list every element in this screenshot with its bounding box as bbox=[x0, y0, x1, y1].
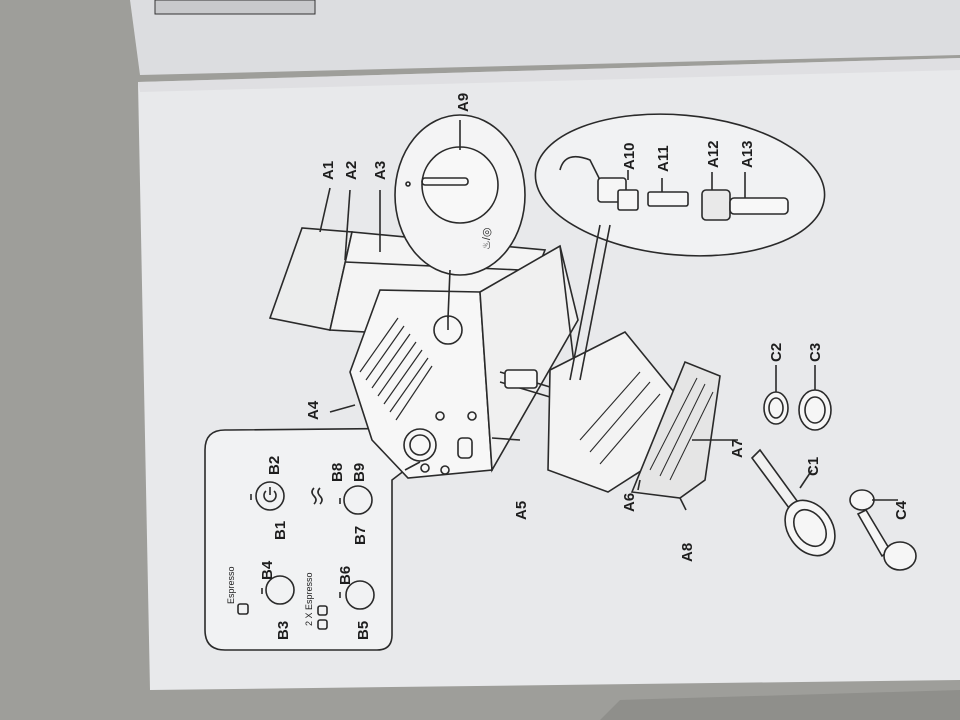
label-a5: A5 bbox=[513, 501, 530, 520]
measuring-spoon bbox=[883, 541, 917, 571]
espresso-button-b3 bbox=[265, 575, 295, 605]
power-button-b1 bbox=[255, 481, 285, 511]
label-a3: A3 bbox=[372, 161, 389, 180]
label-a11: A11 bbox=[655, 145, 672, 172]
portafilter-basket bbox=[784, 499, 836, 557]
label-a4: A4 bbox=[305, 400, 322, 420]
steam-wand-callout bbox=[534, 113, 826, 381]
label-c2: C2 bbox=[768, 343, 785, 362]
label-a9: A9 bbox=[455, 93, 472, 112]
espresso-text: Espresso bbox=[226, 566, 236, 604]
label-b6: B6 bbox=[337, 566, 354, 585]
label-b2: B2 bbox=[266, 456, 283, 475]
label-b3: B3 bbox=[275, 621, 292, 640]
label-a10: A10 bbox=[621, 142, 638, 170]
label-b5: B5 bbox=[355, 621, 372, 640]
steam-icon bbox=[311, 487, 317, 505]
single-filter bbox=[763, 391, 789, 425]
label-a1: A1 bbox=[320, 161, 337, 180]
label-a8: A8 bbox=[679, 543, 696, 562]
control-panel-callout bbox=[204, 427, 451, 651]
espresso-cup-icon bbox=[237, 603, 249, 615]
label-a6: A6 bbox=[621, 493, 638, 512]
label-a7: A7 bbox=[729, 439, 746, 458]
label-b9: B9 bbox=[351, 463, 368, 482]
double-espresso-text: 2 X Espresso bbox=[304, 572, 314, 626]
paper-top-strip bbox=[130, 0, 960, 75]
double-espresso-cup-icon bbox=[317, 605, 328, 616]
label-b1: B1 bbox=[272, 521, 289, 540]
label-a2: A2 bbox=[343, 161, 360, 180]
label-c1: C1 bbox=[805, 457, 822, 476]
label-c3: C3 bbox=[807, 343, 824, 362]
drip-tray bbox=[630, 360, 721, 499]
tamper-head bbox=[849, 489, 875, 511]
steam-button-b7 bbox=[343, 485, 373, 515]
double-espresso-button-b5 bbox=[345, 580, 375, 610]
label-b7: B7 bbox=[352, 526, 369, 545]
label-c4: C4 bbox=[893, 500, 910, 520]
power-icon bbox=[263, 490, 277, 503]
steam-dial-callout: ♨/◎ bbox=[394, 114, 526, 319]
double-filter bbox=[798, 389, 832, 431]
steam-dial-icon bbox=[421, 177, 469, 186]
label-a12: A12 bbox=[705, 140, 722, 168]
accessories bbox=[750, 365, 917, 571]
svg-text:♨/◎: ♨/◎ bbox=[481, 227, 493, 250]
label-a13: A13 bbox=[739, 140, 756, 168]
label-b8: B8 bbox=[329, 463, 346, 482]
label-b4: B4 bbox=[259, 560, 276, 580]
